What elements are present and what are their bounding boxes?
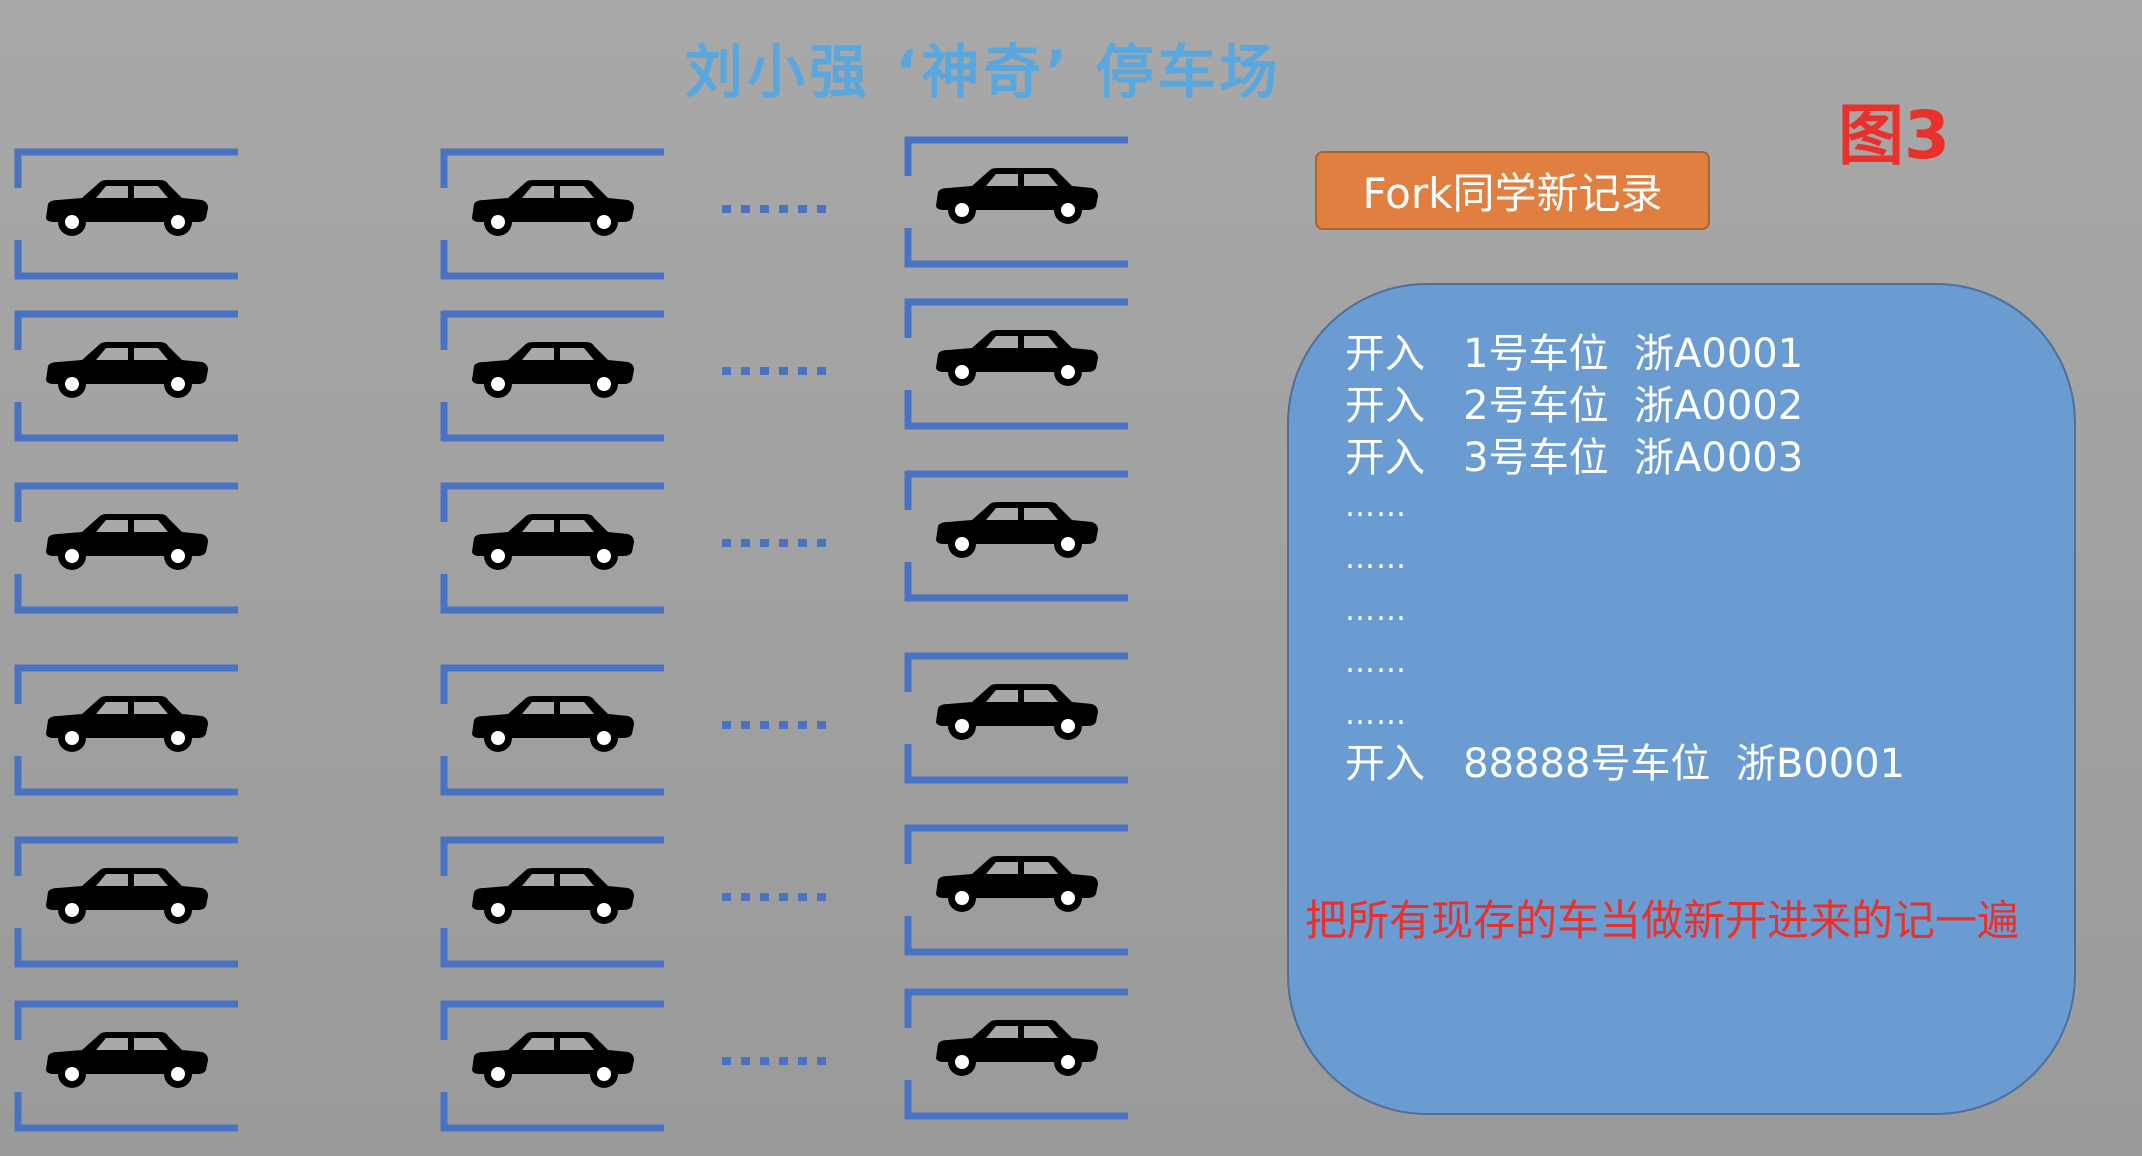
car-icon: [936, 168, 1098, 224]
parking-bay: [904, 298, 1130, 430]
parking-bay: [440, 1000, 666, 1132]
ellipsis-line: ……: [1345, 541, 1407, 576]
bay-bracket: [14, 664, 238, 796]
parking-bay: [440, 836, 666, 968]
car-icon: [472, 180, 634, 236]
car-icon: [472, 514, 634, 570]
ellipsis-line: ……: [1345, 645, 1407, 680]
bay-bracket: [904, 824, 1128, 956]
car-icon: [46, 1032, 208, 1088]
bay-bracket: [904, 470, 1128, 602]
page-title: 刘小强 ‘神奇’ 停车场: [685, 38, 1282, 106]
parking-bay: [904, 470, 1130, 602]
car-icon: [936, 856, 1098, 912]
record-line: 开入 2号车位 浙A0002: [1345, 383, 1804, 429]
more-bays-dots: [722, 1052, 834, 1071]
car-icon: [472, 342, 634, 398]
bay-bracket: [440, 664, 664, 796]
car-icon: [936, 502, 1098, 558]
more-bays-dots: [722, 888, 834, 907]
car-icon: [936, 330, 1098, 386]
parking-bay: [440, 148, 666, 280]
bay-bracket: [904, 652, 1128, 784]
bay-bracket: [14, 1000, 238, 1132]
parking-bay: [14, 482, 240, 614]
parking-bay: [904, 988, 1130, 1120]
bay-bracket: [14, 482, 238, 614]
bay-bracket: [440, 1000, 664, 1132]
fork-record-button[interactable]: Fork同学新记录: [1315, 151, 1710, 230]
bay-bracket: [14, 836, 238, 968]
parking-bay: [14, 836, 240, 968]
parking-bay: [904, 652, 1130, 784]
car-icon: [472, 1032, 634, 1088]
bay-bracket: [440, 482, 664, 614]
record-line: 开入 3号车位 浙A0003: [1345, 435, 1804, 481]
more-bays-dots: [722, 362, 834, 381]
car-icon: [46, 180, 208, 236]
bay-bracket: [14, 148, 238, 280]
car-icon: [472, 868, 634, 924]
bay-bracket: [440, 836, 664, 968]
bay-bracket: [440, 310, 664, 442]
car-icon: [46, 514, 208, 570]
bay-bracket: [904, 988, 1128, 1120]
car-icon: [46, 696, 208, 752]
car-icon: [46, 868, 208, 924]
parking-bay: [440, 310, 666, 442]
car-icon: [936, 684, 1098, 740]
record-line: 开入 1号车位 浙A0001: [1345, 331, 1804, 377]
parking-bay: [14, 664, 240, 796]
record-line: 开入 88888号车位 浙B0001: [1345, 741, 1906, 787]
ellipsis-line: ……: [1345, 489, 1407, 524]
more-bays-dots: [722, 716, 834, 735]
more-bays-dots: [722, 534, 834, 553]
car-icon: [472, 696, 634, 752]
more-bays-dots: [722, 200, 834, 219]
parking-bay: [440, 664, 666, 796]
ellipsis-line: ……: [1345, 593, 1407, 628]
parking-bay: [14, 148, 240, 280]
parking-bay: [904, 136, 1130, 268]
parking-bay: [14, 1000, 240, 1132]
ellipsis-line: ……: [1345, 697, 1407, 732]
parking-bay: [14, 310, 240, 442]
parking-bay: [904, 824, 1130, 956]
bay-bracket: [904, 298, 1128, 430]
car-icon: [936, 1020, 1098, 1076]
bay-bracket: [14, 310, 238, 442]
instruction-note: 把所有现存的车当做新开进来的记一遍: [1305, 896, 2020, 945]
record-panel: 开入 1号车位 浙A0001 开入 2号车位 浙A0002 开入 3号车位 浙A…: [1287, 283, 2076, 1115]
parking-bay: [440, 482, 666, 614]
figure-label: 图3: [1838, 97, 1950, 174]
bay-bracket: [440, 148, 664, 280]
car-icon: [46, 342, 208, 398]
bay-bracket: [904, 136, 1128, 268]
